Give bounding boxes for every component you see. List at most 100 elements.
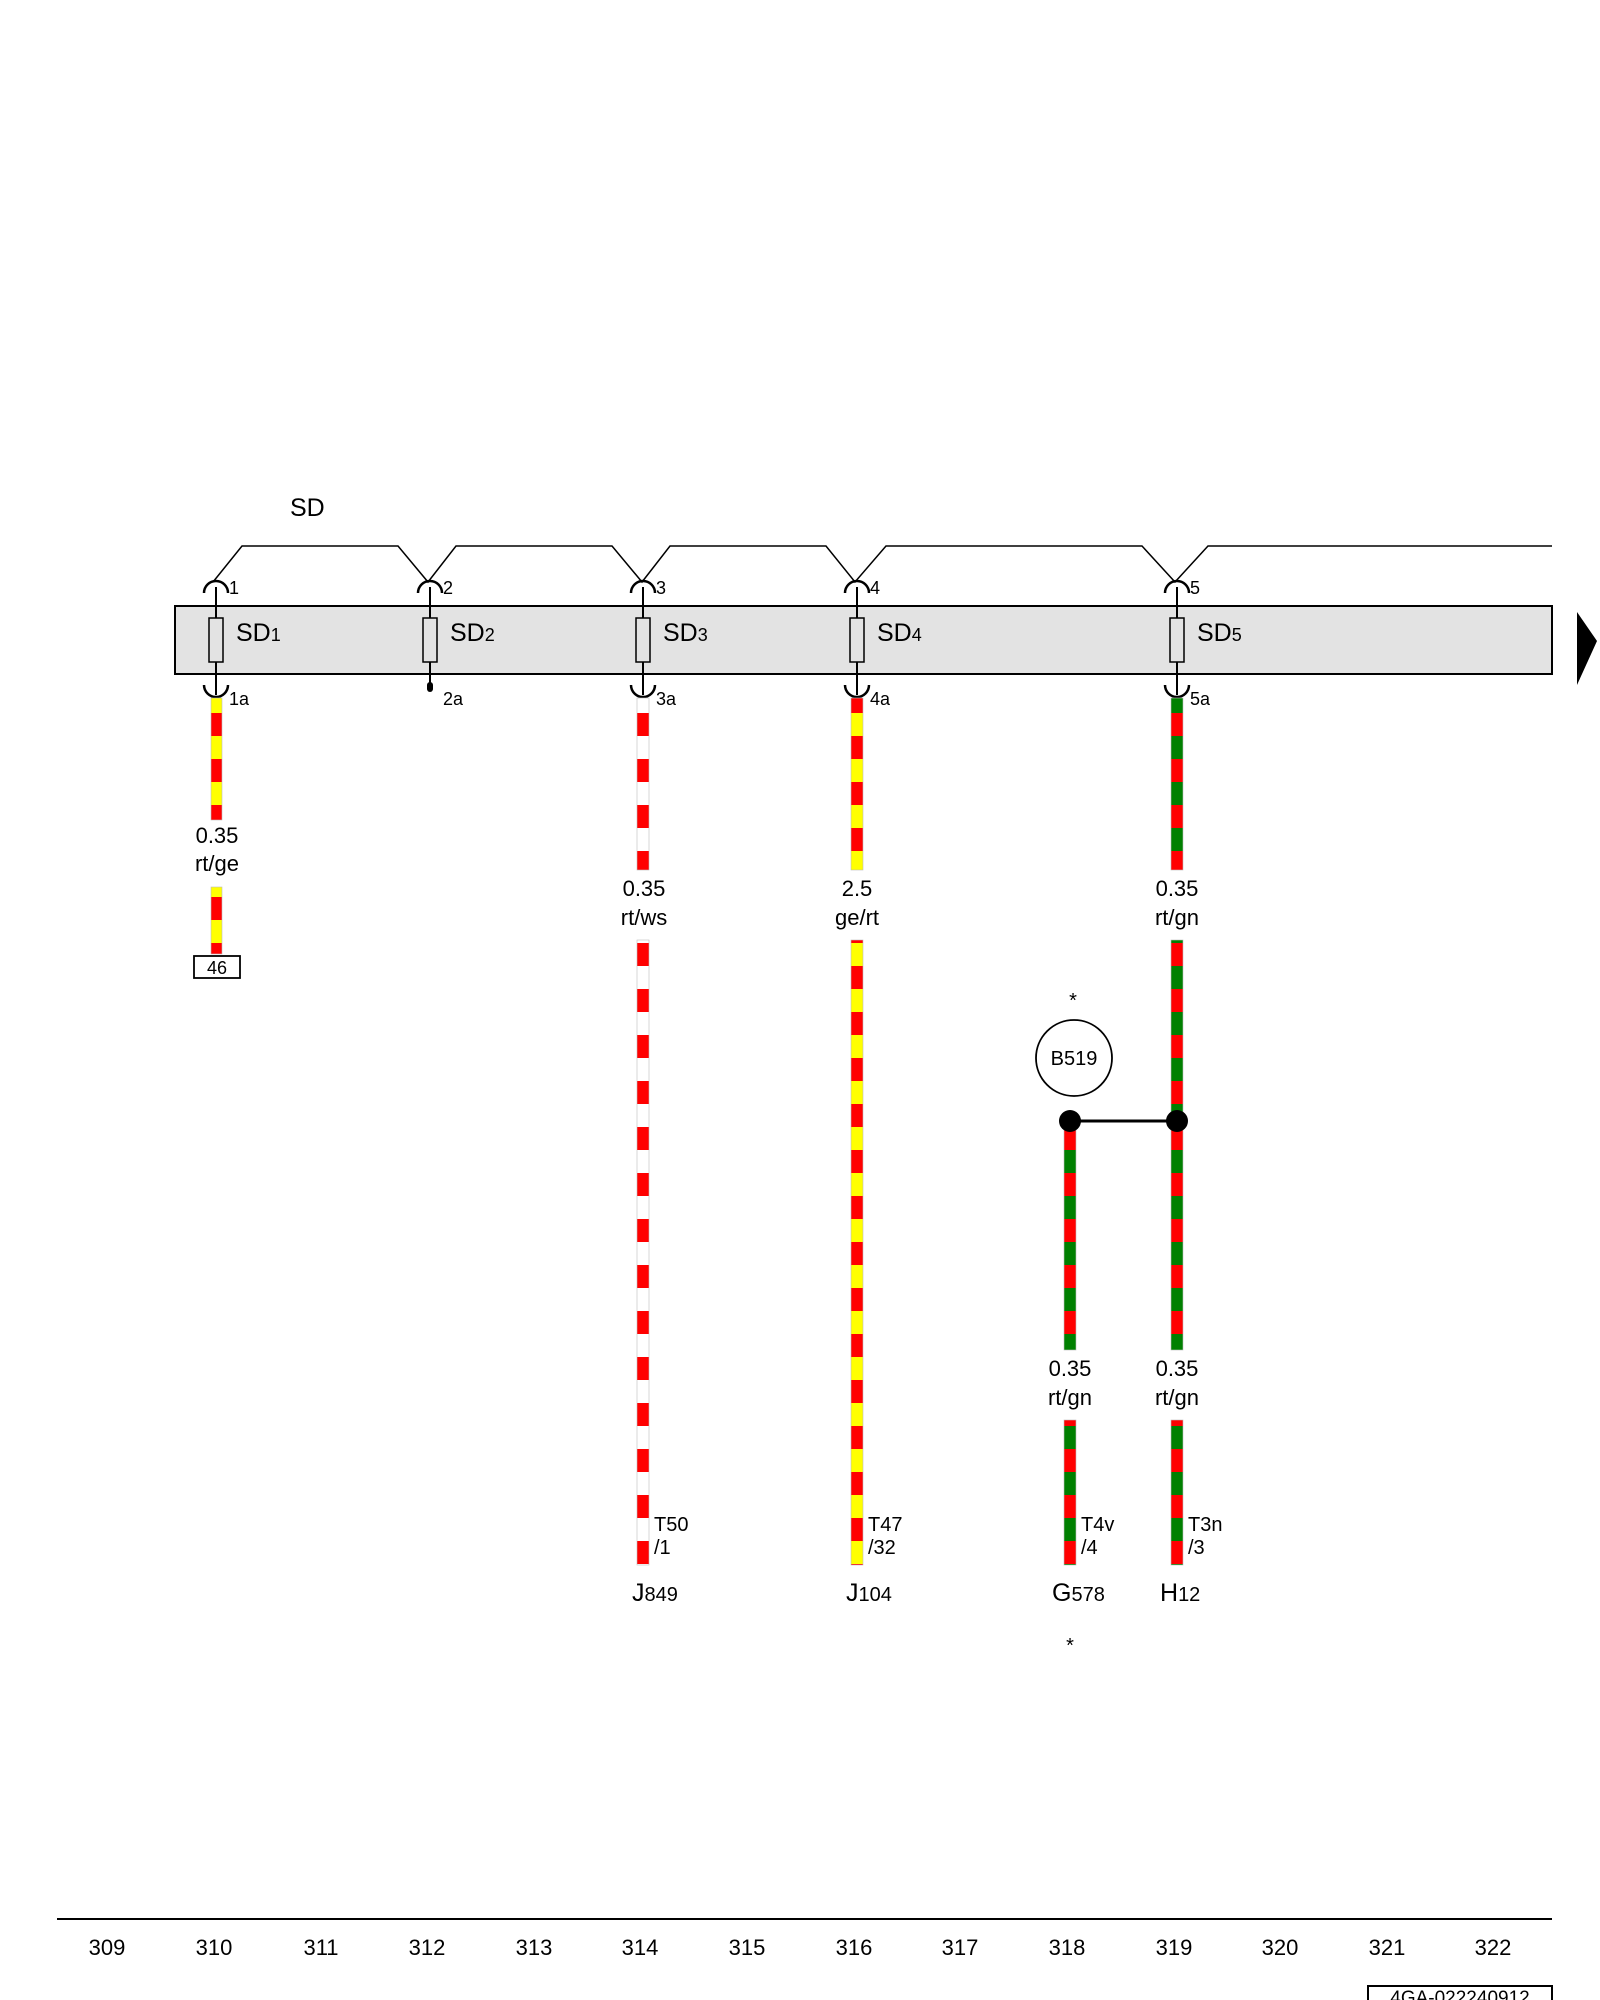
page-reference-number: 46 — [207, 958, 227, 978]
grid-number: 319 — [1156, 1935, 1193, 1960]
fuse-bottom-pin: 2a — [443, 689, 464, 709]
grid-number: 310 — [196, 1935, 233, 1960]
wire-rt-gn-branch — [1063, 1120, 1077, 1351]
wire-gauge-label: 0.35 — [1049, 1356, 1092, 1381]
wire-rt-gn-upper — [1170, 697, 1184, 871]
wire-color-label: rt/gn — [1155, 905, 1199, 930]
wire-ge-rt-lower — [850, 939, 864, 1566]
fuse-top-pin: 4 — [870, 578, 880, 598]
wire-gauge-label: 0.35 — [1156, 1356, 1199, 1381]
document-code: 4GA-022240912 — [1390, 1988, 1529, 2000]
wire-gauge-label: 2.5 — [842, 876, 873, 901]
splice-junction-dot — [1059, 1110, 1081, 1132]
fuse-name: SD4 — [877, 619, 922, 647]
pin-stub-icon — [427, 682, 433, 692]
wire-gauge-label: 0.35 — [623, 876, 666, 901]
fuse-sd4: 4 SD4 4a — [843, 578, 922, 709]
connector-label: T3n — [1188, 1514, 1222, 1536]
grid-number: 309 — [89, 1935, 126, 1960]
bus-feed-line — [212, 545, 1552, 584]
fuse-top-pin: 5 — [1190, 578, 1200, 598]
grid-number: 316 — [836, 1935, 873, 1960]
component-h12: H12 — [1160, 1579, 1200, 1607]
wire-gauge-label: 0.35 — [196, 823, 239, 848]
connector-pin: /32 — [868, 1537, 896, 1559]
wire-color-label: ge/rt — [835, 905, 879, 930]
fuse-name: SD1 — [236, 619, 281, 647]
fuse-sd2: 2 SD2 2a — [416, 578, 495, 709]
wire-ge-rt-upper — [850, 697, 864, 871]
pin-socket-icon — [629, 579, 657, 594]
pin-socket-icon — [843, 579, 871, 594]
component-note: * — [1066, 1635, 1074, 1657]
grid-number: 312 — [409, 1935, 446, 1960]
fuse-top-pin: 2 — [443, 578, 453, 598]
pin-socket-icon — [202, 684, 230, 699]
pin-socket-icon — [843, 684, 871, 699]
fuse-name: SD2 — [450, 619, 495, 647]
fuse-sd1: 1 SD1 1a — [202, 578, 281, 709]
grid-number: 314 — [622, 1935, 659, 1960]
fuse-name: SD5 — [1197, 619, 1242, 647]
wire-rt-gn-h12 — [1170, 1419, 1184, 1566]
splice-circle — [1035, 1019, 1113, 1097]
connector-label: T4v — [1081, 1514, 1114, 1536]
wire-gauge-label: 0.35 — [1156, 876, 1199, 901]
fuse-top-pin: 1 — [229, 578, 239, 598]
grid-number: 320 — [1262, 1935, 1299, 1960]
pin-socket-icon — [416, 579, 444, 594]
connector-label: T47 — [868, 1514, 902, 1536]
wire-color-label: rt/gn — [1155, 1385, 1199, 1410]
grid-numbers: 309 310 311 312 313 314 315 316 317 318 … — [89, 1935, 1512, 1960]
pin-socket-icon — [1163, 579, 1191, 594]
fuse-bottom-pin: 1a — [229, 689, 250, 709]
fuse-sd3: 3 SD3 3a — [629, 578, 708, 709]
connector-pin: /1 — [654, 1537, 671, 1559]
bus-label: SD — [290, 494, 325, 522]
fuse-element — [849, 617, 865, 663]
splice-note: * — [1069, 990, 1077, 1012]
pin-socket-icon — [202, 579, 230, 594]
wire-rt-ge-lower — [210, 886, 223, 955]
fuse-bottom-pin: 5a — [1190, 689, 1211, 709]
splice-label: B519 — [1051, 1048, 1098, 1070]
fuse-element — [1169, 617, 1185, 663]
wire-segments — [210, 697, 1184, 1566]
fuse-bottom-pin: 4a — [870, 689, 891, 709]
fuse-top-pin: 3 — [656, 578, 666, 598]
page-reference-box — [193, 955, 241, 979]
connector-pin: /4 — [1081, 1537, 1098, 1559]
wire-rt-gn-main — [1170, 939, 1184, 1351]
wire-rt-gn-g578 — [1063, 1419, 1077, 1566]
wire-rt-ws-upper — [636, 697, 650, 871]
wire-rt-ws-lower — [636, 939, 650, 1566]
grid-number: 321 — [1369, 1935, 1406, 1960]
pin-socket-icon — [1163, 684, 1191, 699]
wire-color-label: rt/ws — [621, 905, 667, 930]
wire-color-label: rt/ge — [195, 851, 239, 876]
grid-number: 318 — [1049, 1935, 1086, 1960]
grid-number: 322 — [1475, 1935, 1512, 1960]
fuse-element — [208, 617, 224, 663]
fuse-element — [422, 617, 438, 663]
splice-junction-dot — [1166, 1110, 1188, 1132]
grid-number: 315 — [729, 1935, 766, 1960]
fuse-bottom-pin: 3a — [656, 689, 677, 709]
pin-socket-icon — [629, 684, 657, 699]
connector-pin: /3 — [1188, 1537, 1205, 1559]
grid-number: 313 — [516, 1935, 553, 1960]
wire-color-label: rt/gn — [1048, 1385, 1092, 1410]
wire-rt-ge-upper — [210, 697, 223, 821]
component-g578: G578 — [1052, 1579, 1105, 1607]
fuse-name: SD3 — [663, 619, 708, 647]
connector-label: T50 — [654, 1514, 688, 1536]
component-j104: J104 — [846, 1579, 892, 1607]
fuse-sd5: 5 SD5 5a — [1163, 578, 1242, 709]
continuation-arrow-icon — [1577, 612, 1597, 685]
grid-number: 311 — [303, 1935, 338, 1960]
grid-number: 317 — [942, 1935, 979, 1960]
document-code-box — [1367, 1985, 1553, 2000]
fuse-element — [635, 617, 651, 663]
component-j849: J849 — [632, 1579, 678, 1607]
